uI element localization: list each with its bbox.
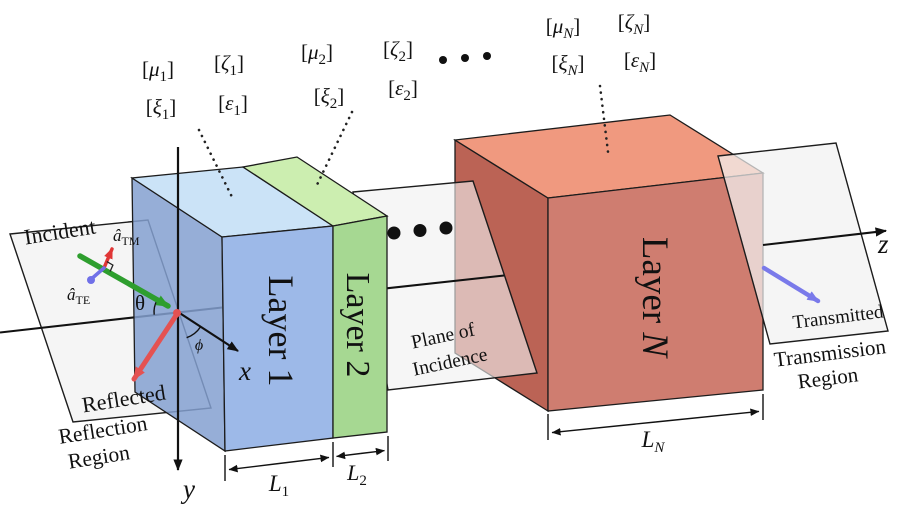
layerN-params-leader-dotted-line <box>598 84 610 154</box>
transmission-plane-sheet <box>717 142 889 345</box>
z-axis-label: z <box>877 229 889 259</box>
x-axis-label: x <box>238 356 251 386</box>
incident-wave-arrow <box>77 253 171 309</box>
param-label-zeta2: [ζ2] <box>383 37 413 65</box>
layer1-params-leader-dotted-line <box>197 128 235 201</box>
layer2-params-leader-dotted-line <box>313 110 354 191</box>
y-axis-label: y <box>180 474 195 504</box>
lN-thickness-label: LN <box>641 427 666 456</box>
ellipsis-dots-middle <box>387 221 453 240</box>
param-label-epsN: [εN] <box>624 48 656 76</box>
l1-thickness-label: L1 <box>268 471 289 500</box>
layer2-label: Layer 2 <box>339 273 376 378</box>
te-unit-vector-arrow <box>91 266 106 280</box>
dot-icon <box>439 221 453 235</box>
param-label-xi2: [ξ2] <box>314 84 345 112</box>
layerN-material-params: [μN] [ζN] [ξN] [εN] <box>546 10 656 154</box>
te-unit-vector-label: âTE <box>67 285 90 307</box>
tm-unit-vector-arrow <box>102 247 114 270</box>
param-label-mu2: [μ2] <box>301 40 333 68</box>
theta-angle-label: θ <box>135 291 145 315</box>
dot-icon <box>461 54 469 62</box>
origin-point <box>173 309 181 317</box>
transmitted-wave-arrow <box>761 265 821 304</box>
param-label-muN: [μN] <box>546 14 581 42</box>
ellipsis-dots-top <box>439 52 491 64</box>
dot-icon <box>413 224 427 237</box>
layerN-label: Layer N <box>634 237 675 360</box>
param-label-eps2: [ε2] <box>388 76 418 104</box>
l1-dim-arrow-right <box>278 454 330 465</box>
lN-dim-arrow-left <box>551 421 656 436</box>
param-label-xi1: [ξ1] <box>146 95 177 123</box>
z-axis-line-middle <box>379 274 505 291</box>
te-unit-vector-tip <box>87 276 95 284</box>
param-label-mu1: [μ1] <box>142 57 174 85</box>
dimension-lines <box>224 394 764 481</box>
param-label-xiN: [ξN] <box>551 51 584 79</box>
x-axis-line <box>177 311 239 352</box>
param-label-zetaN: [ζN] <box>618 10 651 38</box>
dot-icon <box>387 226 401 240</box>
tm-unit-vector-label: âTM <box>113 226 140 248</box>
layer2-material-params: [μ2] [ζ2] [ξ2] [ε2] <box>301 37 418 191</box>
layer2-box-front-face <box>332 215 388 439</box>
l2-thickness-label: L2 <box>346 460 367 489</box>
right-angle-marker <box>106 261 114 272</box>
phi-angle-label: ϕ <box>195 337 203 354</box>
dot-icon <box>439 56 447 64</box>
dot-icon <box>483 52 491 60</box>
z-axis-line-right <box>762 227 887 247</box>
layer1-label: Layer 1 <box>261 276 301 387</box>
phi-angle-arc <box>186 326 202 339</box>
layerN-box-front-face <box>547 172 764 412</box>
reflected-wave-arrow <box>131 311 180 382</box>
param-label-eps1: [ε1] <box>218 91 248 119</box>
l2-dim-arrow-right <box>360 447 385 456</box>
l2-dim-arrow-left <box>336 451 361 460</box>
lN-dim-arrow-right <box>655 408 760 423</box>
layer1-material-params: [μ1] [ζ1] [ξ1] [ε1] <box>142 51 248 201</box>
param-label-zeta1: [ζ1] <box>214 51 244 79</box>
l1-dim-arrow-left <box>228 462 280 473</box>
